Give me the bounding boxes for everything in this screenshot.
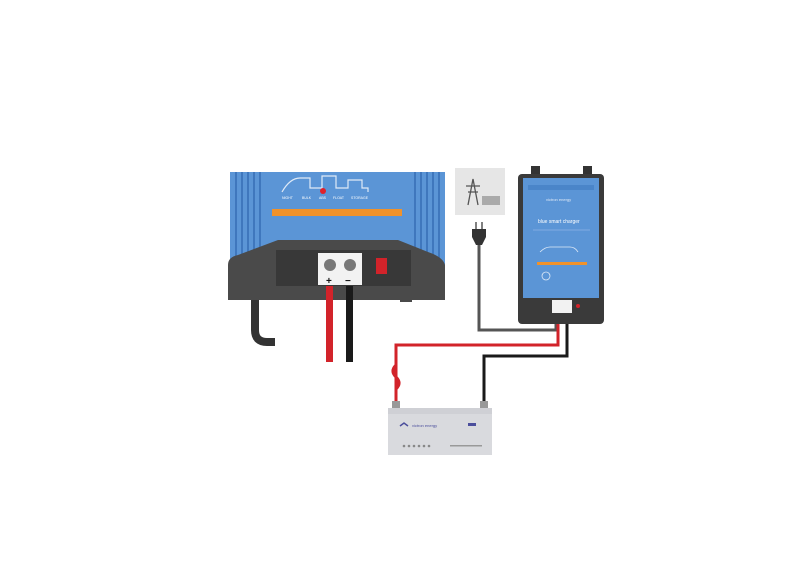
terminal-plus-label: + <box>326 276 332 287</box>
orange-status-bar <box>272 209 402 216</box>
inverter-positive-cable <box>326 286 333 362</box>
stage-label-abs: ABS <box>319 196 327 200</box>
inverter-negative-cable <box>346 286 353 362</box>
battery <box>388 401 492 455</box>
fuse-icon <box>391 363 401 391</box>
charger-product-name: blue smart charger <box>538 219 580 225</box>
inverter-power-cable <box>251 290 275 346</box>
battery-brand: victron energy <box>412 423 437 428</box>
negative-cable-charger <box>482 316 569 405</box>
stage-label-bulk: BULK <box>302 196 312 200</box>
power-pylon-icon <box>455 168 505 215</box>
blue-smart-charger <box>518 166 604 324</box>
stage-label-float: FLOAT <box>333 196 345 200</box>
ac-plug-icon <box>472 222 486 245</box>
stage-label-storage: STORAGE <box>351 196 369 200</box>
charger-brand: victron energy <box>546 197 571 202</box>
terminal-minus-label: − <box>345 276 351 287</box>
stage-label-night: NIGHT <box>282 196 294 200</box>
inverter-charger <box>228 172 445 346</box>
